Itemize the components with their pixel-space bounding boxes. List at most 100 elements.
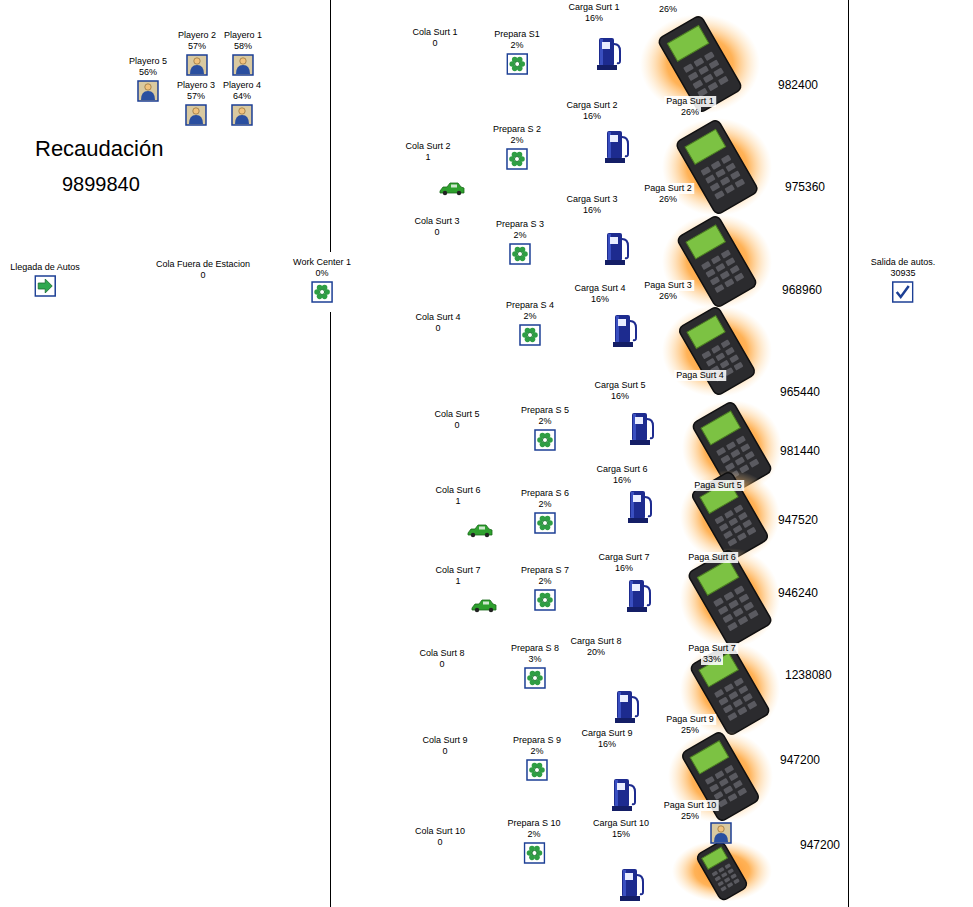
- module-block: Prepara S 22%: [493, 124, 541, 170]
- terminal-glow: [672, 840, 772, 902]
- pump-display: [635, 417, 643, 424]
- icon-frame: [524, 843, 544, 863]
- terminal-key: [715, 515, 725, 524]
- terminal-key: [711, 255, 721, 264]
- terminal-key: [733, 608, 744, 618]
- module-block: Playero 158%: [224, 30, 262, 76]
- terminal-key: [729, 772, 739, 781]
- module-block: Playero 464%: [223, 80, 261, 126]
- terminal-key: [725, 163, 736, 172]
- terminal-key: [727, 538, 737, 547]
- module-icon: [231, 104, 253, 126]
- payment-terminal: [680, 548, 780, 648]
- module-label: 57%: [187, 91, 205, 102]
- terminal-key: [733, 878, 740, 884]
- terminal-body: [695, 840, 748, 901]
- pump-utilization: 16%: [611, 391, 629, 402]
- revenue-value: 947520: [778, 513, 818, 527]
- payment-utilization: 26%: [659, 4, 677, 15]
- car-window: [483, 602, 489, 605]
- terminal-key: [724, 863, 731, 869]
- queue-name: Cola Surt 10: [415, 826, 465, 837]
- divider-line: [330, 312, 331, 907]
- queue-count: 0: [454, 420, 459, 431]
- attendant-icon: [711, 823, 731, 843]
- total-value: 9899840: [62, 172, 140, 196]
- icon-frame: [507, 149, 527, 169]
- terminal-key: [708, 82, 719, 92]
- terminal-key: [733, 699, 743, 708]
- queue-name: Cola Surt 6: [435, 485, 480, 496]
- pump-base: [627, 607, 647, 612]
- pump-display: [633, 495, 641, 502]
- terminal-key: [719, 778, 729, 787]
- terminal-key: [718, 697, 728, 706]
- module-label: Prepara S 2: [493, 124, 541, 135]
- payment-name: Paga Surt 7: [686, 643, 738, 654]
- pump-body: [630, 491, 645, 519]
- payment-utilization: 25%: [679, 811, 701, 822]
- terminal-screen: [687, 316, 725, 349]
- module-label: Prepara S 5: [521, 405, 569, 416]
- terminal-key: [747, 527, 757, 536]
- revenue-value: 947200: [800, 838, 840, 852]
- person-head: [240, 58, 246, 64]
- terminal-key: [734, 362, 744, 371]
- pump-display: [632, 584, 640, 591]
- module-icon: [523, 842, 545, 864]
- fuel-pump: [605, 233, 628, 265]
- person-head: [239, 108, 245, 114]
- terminal-key: [712, 871, 719, 877]
- terminal-key: [693, 80, 704, 90]
- terminal-key: [724, 683, 734, 692]
- terminal-glow: [640, 14, 760, 114]
- queue-name: Cola Surt 2: [405, 141, 450, 152]
- terminal-key: [721, 339, 731, 348]
- terminal-key: [729, 354, 739, 363]
- icon-frame: [510, 244, 530, 264]
- pump-name: Carga Surt 6: [596, 464, 647, 475]
- revenue-value: 982400: [778, 78, 818, 92]
- terminal-key: [718, 867, 725, 873]
- module-label: Playero 3: [177, 80, 215, 91]
- module-icon: [232, 54, 254, 76]
- module-icon: [506, 53, 528, 75]
- gear-hub: [543, 521, 548, 526]
- pump-display: [618, 319, 626, 326]
- terminal-key: [726, 441, 736, 450]
- person-head: [718, 826, 724, 832]
- terminal-key: [727, 882, 734, 888]
- pump-hose: [614, 44, 620, 63]
- terminal-key: [714, 190, 725, 199]
- terminal-key: [739, 593, 750, 603]
- terminal-key: [719, 523, 729, 532]
- terminal-key: [743, 602, 754, 612]
- pump-hose: [622, 137, 628, 156]
- car-wheel: [443, 191, 447, 195]
- gear-hub: [518, 252, 523, 257]
- terminal-key: [723, 530, 733, 539]
- module-block: Prepara S 102%: [507, 818, 560, 864]
- queue-name: Cola Surt 7: [435, 565, 480, 576]
- terminal-key: [737, 787, 747, 796]
- terminal-screen: [690, 741, 728, 774]
- terminal-key: [733, 780, 743, 789]
- terminal-screen: [701, 411, 740, 445]
- terminal-key: [728, 793, 738, 802]
- terminal-key: [736, 435, 746, 444]
- car-wheel: [475, 608, 479, 612]
- module-label: 2%: [538, 576, 551, 587]
- icon-frame: [138, 81, 158, 101]
- fuel-pump: [615, 691, 638, 723]
- module-block: Playero 357%: [177, 80, 215, 126]
- terminal-key: [721, 249, 731, 258]
- terminal-key: [720, 360, 730, 369]
- module-block: Playero 257%: [178, 30, 216, 76]
- icon-frame: [186, 105, 206, 125]
- terminal-key: [720, 271, 730, 280]
- payment-terminal: [662, 305, 772, 397]
- terminal-key: [711, 160, 722, 169]
- car-icon: [472, 600, 496, 612]
- icon-frame: [535, 430, 555, 450]
- terminal-key: [724, 591, 735, 601]
